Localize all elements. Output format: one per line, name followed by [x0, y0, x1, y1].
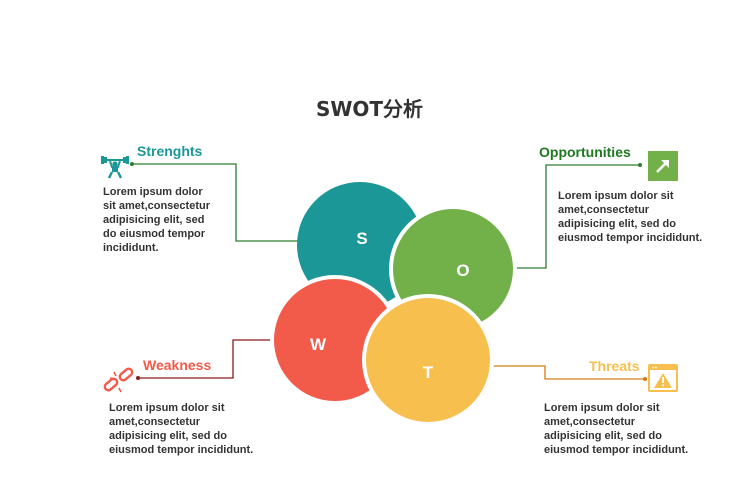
- strengths-heading: Strenghts: [137, 143, 203, 159]
- text-line: adipisicing elit, sed do: [109, 430, 227, 442]
- threats-circle: [362, 294, 494, 426]
- text-line: eiusmod tempor incididunt.: [109, 444, 254, 456]
- text-line: Lorem ipsum dolor: [103, 186, 203, 198]
- text-line: Lorem ipsum dolor sit: [558, 190, 674, 202]
- warning-window-icon: [648, 364, 678, 392]
- weakness-connector-dot: [136, 376, 140, 380]
- text-line: Lorem ipsum dolor sit: [544, 402, 660, 414]
- page-title: SWOT分析: [315, 97, 424, 121]
- strengths-text: Lorem ipsum dolor sit amet,consectetur a…: [103, 185, 210, 255]
- strengths-letter: S: [356, 229, 367, 248]
- threats-letter: T: [423, 363, 434, 382]
- text-line: amet,consectetur: [544, 416, 636, 428]
- text-line: eiusmod tempor incididunt.: [544, 444, 689, 456]
- strengths-connector-dot: [130, 162, 134, 166]
- weakness-heading: Weakness: [143, 357, 212, 373]
- opportunities-connector: [512, 164, 640, 269]
- text-line: sit amet,consectetur: [103, 200, 210, 212]
- strengths-connector: [132, 163, 300, 242]
- opportunities-letter: O: [456, 261, 469, 280]
- threats-text: Lorem ipsum dolor sit amet,consectetur a…: [544, 401, 688, 457]
- weightlifter-icon: [101, 156, 129, 179]
- opportunities-text: Lorem ipsum dolor sit amet,consectetur a…: [558, 189, 702, 245]
- text-line: amet,consectetur: [558, 204, 650, 216]
- weakness-connector: [138, 339, 278, 379]
- text-line: do eiusmod tempor: [103, 228, 206, 240]
- text-line: adipisicing elit, sed: [103, 214, 205, 226]
- weakness-text: Lorem ipsum dolor sit amet,consectetur a…: [109, 401, 253, 457]
- text-line: adipisicing elit, sed do: [558, 218, 676, 230]
- weakness-letter: W: [310, 335, 327, 354]
- opportunities-heading: Opportunities: [539, 144, 631, 160]
- threats-connector-dot: [643, 377, 647, 381]
- text-line: adipisicing elit, sed do: [544, 430, 662, 442]
- broken-chain-icon: [103, 367, 134, 393]
- threats-connector: [490, 365, 645, 380]
- threats-heading: Threats: [589, 358, 640, 374]
- trend-arrow-icon: [648, 151, 678, 181]
- text-line: amet,consectetur: [109, 416, 201, 428]
- opportunities-connector-dot: [638, 163, 642, 167]
- text-line: Lorem ipsum dolor sit: [109, 402, 225, 414]
- text-line: incididunt.: [103, 242, 159, 254]
- text-line: eiusmod tempor incididunt.: [558, 232, 703, 244]
